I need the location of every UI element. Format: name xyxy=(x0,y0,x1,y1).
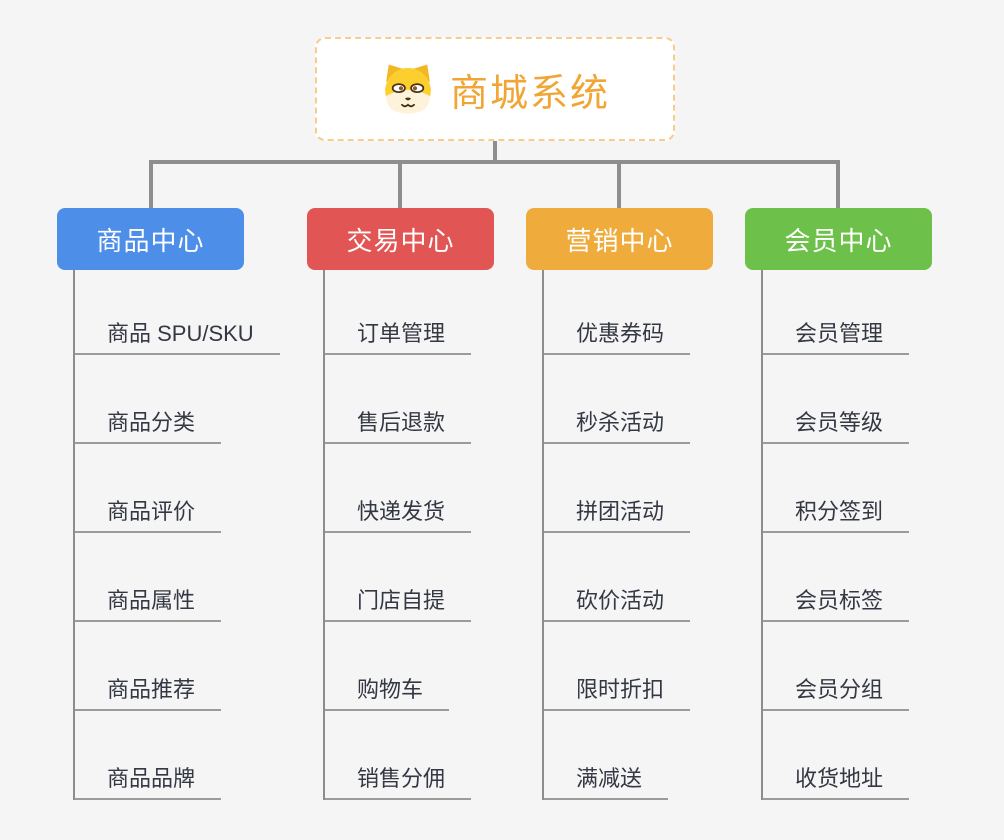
root-node[interactable]: 商城系统 xyxy=(315,37,675,141)
leaf-node[interactable]: 秒杀活动 xyxy=(544,355,691,444)
leaf-node[interactable]: 砍价活动 xyxy=(544,533,691,622)
leaf-node[interactable]: 门店自提 xyxy=(325,533,472,622)
leaf-column-member: 会员管理 会员等级 积分签到 会员标签 会员分组 收货地址 xyxy=(761,270,910,800)
leaf-column-marketing: 优惠券码 秒杀活动 拼团活动 砍价活动 限时折扣 满减送 xyxy=(542,270,691,800)
connector-bus xyxy=(149,160,840,164)
leaf-node[interactable]: 积分签到 xyxy=(763,444,910,533)
branch-node-member-center[interactable]: 会员中心 xyxy=(745,208,932,270)
branch-node-trade-center[interactable]: 交易中心 xyxy=(307,208,494,270)
leaf-node[interactable]: 订单管理 xyxy=(325,270,472,355)
branch-node-marketing-center[interactable]: 营销中心 xyxy=(526,208,713,270)
leaf-node[interactable]: 商品分类 xyxy=(75,355,222,444)
branch-label: 商品中心 xyxy=(96,225,205,256)
leaf-node[interactable]: 满减送 xyxy=(544,711,669,800)
leaf-node[interactable]: 会员等级 xyxy=(763,355,910,444)
leaf-node[interactable]: 商品评价 xyxy=(75,444,222,533)
leaf-node[interactable]: 快递发货 xyxy=(325,444,472,533)
leaf-node[interactable]: 会员标签 xyxy=(763,533,910,622)
leaf-node[interactable]: 优惠券码 xyxy=(544,270,691,355)
connector-root-stem xyxy=(493,140,497,164)
leaf-node[interactable]: 会员管理 xyxy=(763,270,910,355)
leaf-node[interactable]: 商品推荐 xyxy=(75,622,222,711)
leaf-node[interactable]: 商品属性 xyxy=(75,533,222,622)
leaf-node[interactable]: 收货地址 xyxy=(763,711,910,800)
branch-node-product-center[interactable]: 商品中心 xyxy=(57,208,244,270)
connector-drop-3 xyxy=(617,160,621,208)
leaf-node[interactable]: 商品品牌 xyxy=(75,711,222,800)
leaf-node[interactable]: 拼团活动 xyxy=(544,444,691,533)
leaf-node[interactable]: 商品 SPU/SKU xyxy=(75,270,280,355)
root-title: 商城系统 xyxy=(449,72,610,115)
leaf-node[interactable]: 购物车 xyxy=(325,622,450,711)
leaf-node[interactable]: 会员分组 xyxy=(763,622,910,711)
connector-drop-2 xyxy=(398,160,402,208)
connector-drop-1 xyxy=(149,160,153,208)
connector-drop-4 xyxy=(836,160,840,208)
branch-label: 交易中心 xyxy=(346,225,455,256)
leaf-column-product: 商品 SPU/SKU 商品分类 商品评价 商品属性 商品推荐 商品品牌 xyxy=(73,270,280,800)
branch-label: 营销中心 xyxy=(565,225,674,256)
branch-label: 会员中心 xyxy=(784,225,893,256)
leaf-node[interactable]: 限时折扣 xyxy=(544,622,691,711)
leaf-column-trade: 订单管理 售后退款 快递发货 门店自提 购物车 销售分佣 xyxy=(323,270,472,800)
dog-face-icon xyxy=(385,64,431,114)
leaf-node[interactable]: 售后退款 xyxy=(325,355,472,444)
leaf-node[interactable]: 销售分佣 xyxy=(325,711,472,800)
